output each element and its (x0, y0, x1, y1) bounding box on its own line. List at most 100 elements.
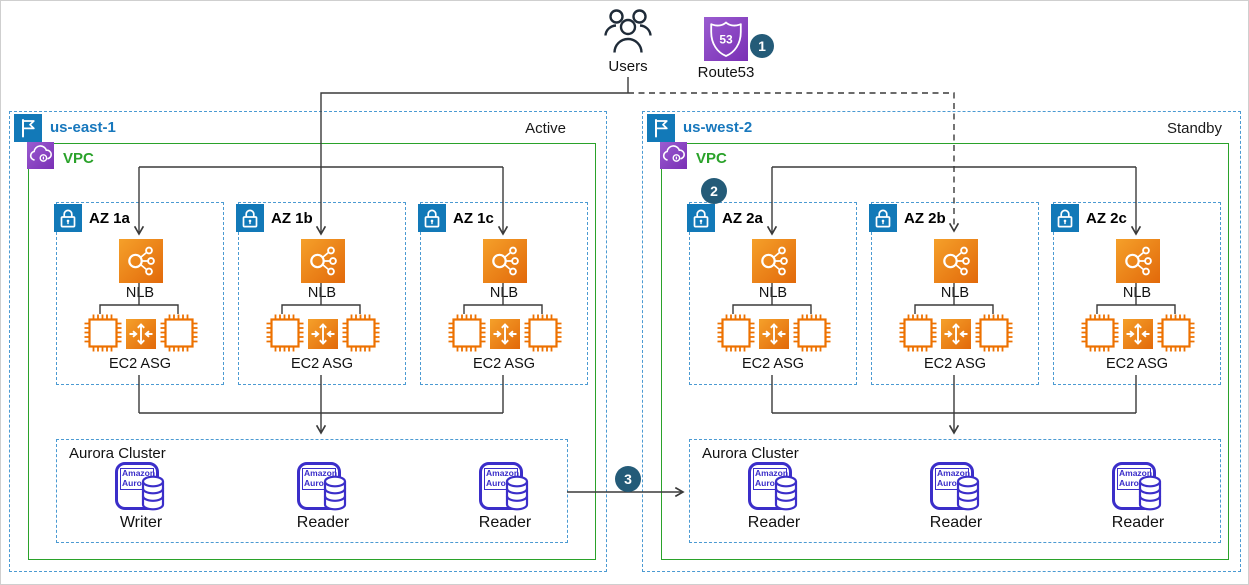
ec2-chip-icon (1081, 314, 1119, 352)
nlb-label: NLB (758, 285, 788, 301)
aurora-icon: Amazon Aurora (1112, 462, 1156, 510)
nlb-icon (1116, 239, 1160, 283)
asg-icon (759, 319, 789, 349)
asg-label: EC2 ASG (472, 356, 536, 372)
ec2-chip-icon (717, 314, 755, 352)
az-label: AZ 1b (271, 210, 313, 227)
az-label: AZ 2c (1086, 210, 1127, 227)
region-mode-label: Standby (1166, 120, 1222, 137)
lock-icon (418, 204, 446, 232)
region-name: us-east-1 (50, 119, 116, 136)
database-cylinder-icon (773, 475, 799, 511)
ec2-chip-icon (975, 314, 1013, 352)
users-label: Users (608, 58, 648, 75)
aurora-icon: Amazon Aurora (748, 462, 792, 510)
vpc-label: VPC (696, 150, 727, 167)
asg-icon (941, 319, 971, 349)
aurora-node: Amazon Aurora Reader (1112, 462, 1164, 532)
aurora-node: Amazon Aurora Writer (115, 462, 167, 532)
az-box: AZ 1c NLB EC2 ASG (420, 202, 588, 385)
aurora-node: Amazon Aurora Reader (930, 462, 982, 532)
az-box: AZ 2b NLB EC2 ASG (871, 202, 1039, 385)
region-flag-icon (14, 114, 42, 142)
route53-icon-text: 53 (719, 33, 733, 47)
nlb-label: NLB (1122, 285, 1152, 301)
aurora-role-label: Reader (747, 514, 801, 531)
nlb-icon (301, 239, 345, 283)
nlb-icon (483, 239, 527, 283)
lock-icon (869, 204, 897, 232)
aurora-role-label: Reader (929, 514, 983, 531)
region-flag-icon (647, 114, 675, 142)
vpc-label: VPC (63, 150, 94, 167)
asg-icon (490, 319, 520, 349)
aurora-role-label: Reader (1111, 514, 1165, 531)
database-cylinder-icon (322, 475, 348, 511)
database-cylinder-icon (955, 475, 981, 511)
ec2-chip-icon (160, 314, 198, 352)
vpc-icon (660, 142, 687, 169)
step-badge-1: 1 (750, 34, 774, 58)
nlb-icon (752, 239, 796, 283)
aurora-node: Amazon Aurora Reader (479, 462, 531, 532)
asg-label: EC2 ASG (741, 356, 805, 372)
asg-label: EC2 ASG (923, 356, 987, 372)
aurora-role-label: Reader (296, 514, 350, 531)
az-label: AZ 1a (89, 210, 130, 227)
aurora-role-label: Writer (119, 514, 163, 531)
asg-label: EC2 ASG (290, 356, 354, 372)
aurora-role-label: Reader (478, 514, 532, 531)
ec2-chip-icon (342, 314, 380, 352)
nlb-label: NLB (125, 285, 155, 301)
aurora-icon: Amazon Aurora (930, 462, 974, 510)
aurora-node: Amazon Aurora Reader (297, 462, 349, 532)
az-box: AZ 2a NLB EC2 ASG (689, 202, 857, 385)
database-cylinder-icon (140, 475, 166, 511)
vpc-box: VPC (28, 143, 596, 560)
route53-label: Route53 (697, 64, 755, 81)
ec2-chip-icon (899, 314, 937, 352)
region-name: us-west-2 (683, 119, 753, 136)
nlb-label: NLB (307, 285, 337, 301)
asg-icon (1123, 319, 1153, 349)
aurora-cluster-box: Aurora Cluster Amazon Aurora Writer Amaz… (56, 439, 568, 543)
region-mode-label: Active (525, 120, 566, 137)
database-cylinder-icon (1137, 475, 1163, 511)
az-label: AZ 1c (453, 210, 494, 227)
az-label: AZ 2a (722, 210, 763, 227)
region-us-west-2: us-west-2 Standby VPC AZ 2a NLB EC2 ASG … (642, 111, 1241, 572)
lock-icon (54, 204, 82, 232)
step-badge-3: 3 (615, 466, 641, 492)
ec2-chip-icon (266, 314, 304, 352)
az-box: AZ 2c NLB EC2 ASG (1053, 202, 1221, 385)
az-label: AZ 2b (904, 210, 946, 227)
asg-icon (308, 319, 338, 349)
vpc-icon (27, 142, 54, 169)
nlb-label: NLB (940, 285, 970, 301)
users-icon (604, 9, 652, 53)
aurora-cluster-box: Aurora Cluster Amazon Aurora Reader Amaz… (689, 439, 1221, 543)
nlb-label: NLB (489, 285, 519, 301)
nlb-icon (119, 239, 163, 283)
region-us-east-1: us-east-1 Active VPC AZ 1a NLB EC2 ASG A… (9, 111, 607, 572)
az-box: AZ 1b NLB EC2 ASG (238, 202, 406, 385)
aurora-icon: Amazon Aurora (115, 462, 159, 510)
az-box: AZ 1a NLB EC2 ASG (56, 202, 224, 385)
asg-label: EC2 ASG (108, 356, 172, 372)
aurora-cluster-title: Aurora Cluster (702, 445, 799, 462)
ec2-chip-icon (448, 314, 486, 352)
ec2-chip-icon (524, 314, 562, 352)
asg-icon (126, 319, 156, 349)
aurora-icon: Amazon Aurora (479, 462, 523, 510)
route53-icon: 53 (704, 17, 748, 61)
aurora-node: Amazon Aurora Reader (748, 462, 800, 532)
step-badge-2: 2 (701, 178, 727, 204)
lock-icon (687, 204, 715, 232)
asg-label: EC2 ASG (1105, 356, 1169, 372)
lock-icon (1051, 204, 1079, 232)
database-cylinder-icon (504, 475, 530, 511)
aurora-cluster-title: Aurora Cluster (69, 445, 166, 462)
ec2-chip-icon (1157, 314, 1195, 352)
lock-icon (236, 204, 264, 232)
